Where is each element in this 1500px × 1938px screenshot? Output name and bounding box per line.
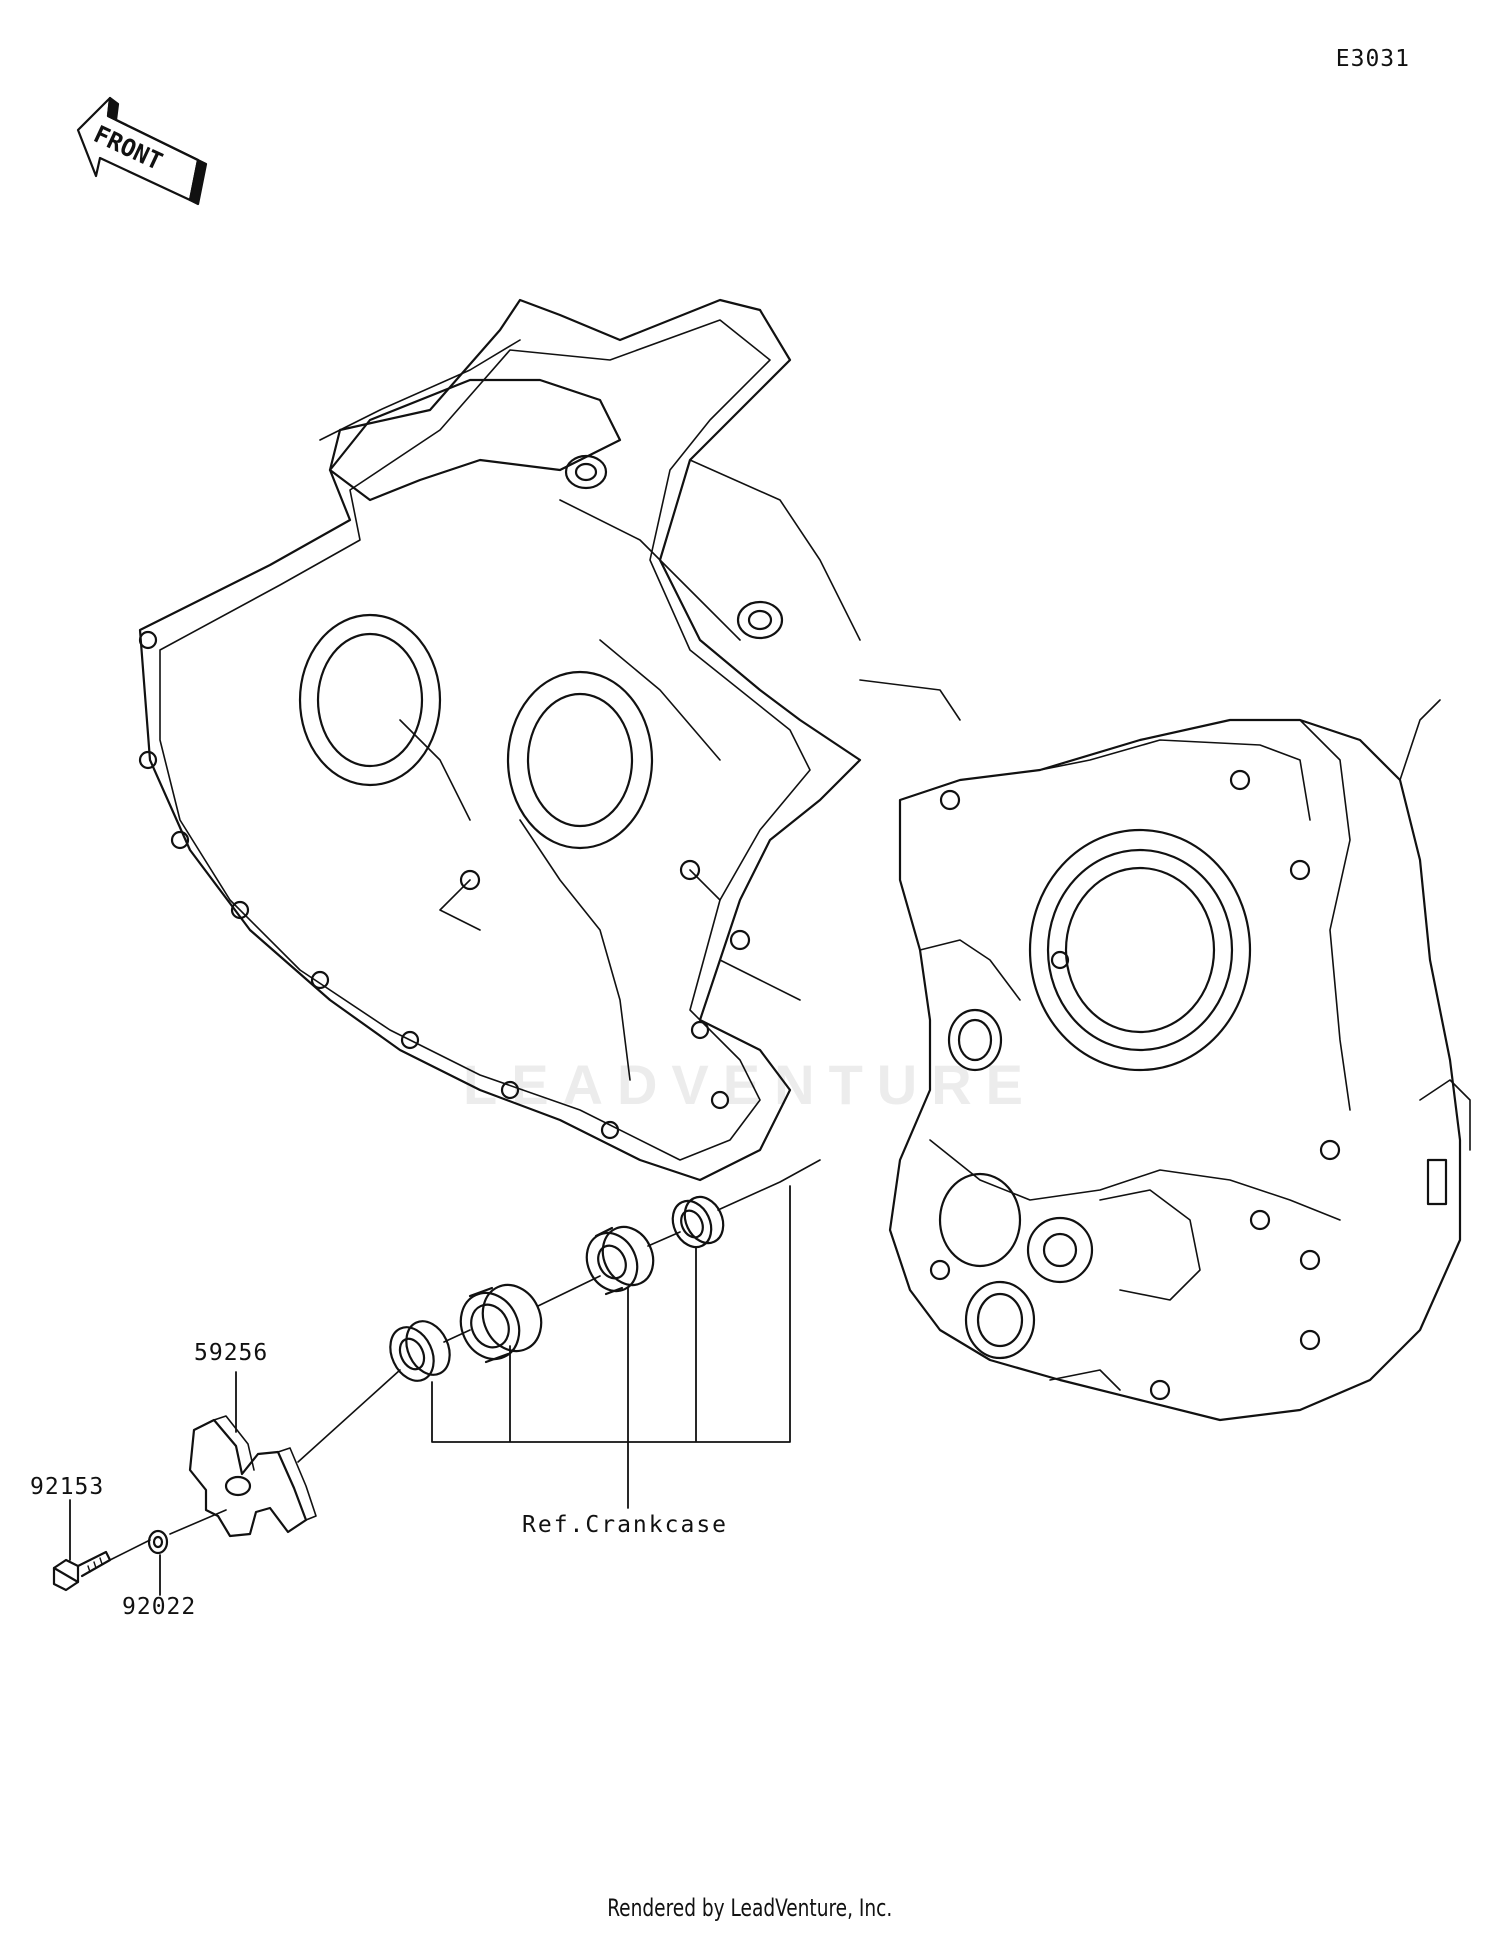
front-arrow-icon: FRONT	[76, 96, 208, 206]
callout-ref-crankcase: Ref.Crankcase	[522, 1512, 729, 1538]
crankcase-right-half	[888, 699, 1471, 1422]
callout-impeller: 59256	[194, 1340, 269, 1366]
footer-text: Rendered by LeadVenture, Inc.	[607, 1894, 893, 1922]
footer: Rendered by LeadVenture, Inc.	[0, 1894, 1500, 1922]
mechanical-seal	[389, 1320, 451, 1382]
assembly-axis	[109, 1159, 821, 1561]
washer	[147, 1529, 169, 1555]
callout-bolt: 92153	[30, 1474, 105, 1500]
seal-1	[671, 1195, 725, 1249]
seal-2	[459, 1283, 543, 1364]
impeller	[188, 1415, 317, 1538]
crankcase-left-half	[138, 298, 961, 1182]
bolt-icon	[52, 1550, 112, 1592]
callout-washer: 92022	[122, 1594, 197, 1620]
diagram-code: E3031	[1335, 46, 1410, 72]
leader-lines	[69, 1185, 791, 1596]
bearing	[585, 1225, 655, 1296]
